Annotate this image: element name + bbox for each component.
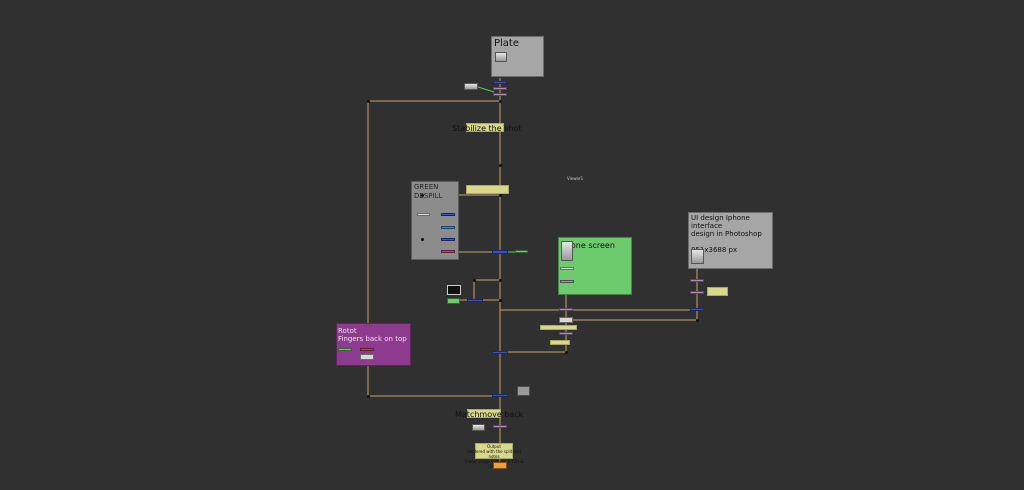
dot-node[interactable] bbox=[367, 100, 370, 103]
write-node[interactable] bbox=[493, 462, 507, 469]
matchmove-note-label: Matchmove back bbox=[455, 410, 524, 419]
read-node-thumbnail[interactable] bbox=[691, 249, 704, 264]
stabilize-note[interactable] bbox=[466, 123, 504, 132]
ui-design-backdrop[interactable]: UI design Iphone interface design in Pho… bbox=[688, 212, 773, 269]
transform-node[interactable] bbox=[493, 87, 507, 90]
dot-node[interactable] bbox=[473, 279, 476, 282]
dot-node[interactable] bbox=[499, 194, 502, 197]
sticky-note[interactable] bbox=[466, 185, 509, 194]
merge-node[interactable] bbox=[441, 213, 455, 216]
read-node-thumbnail[interactable] bbox=[561, 241, 573, 261]
transform-node[interactable] bbox=[493, 425, 507, 428]
merge-node[interactable] bbox=[467, 299, 483, 302]
transform-node[interactable] bbox=[493, 93, 507, 96]
transform-node[interactable] bbox=[559, 308, 573, 311]
grade-node[interactable] bbox=[447, 298, 460, 304]
plate-label: Plate bbox=[494, 38, 520, 49]
merge-node[interactable] bbox=[360, 348, 374, 351]
dot-node[interactable] bbox=[696, 319, 699, 322]
stabilize-note-label: Stabilize the shot bbox=[452, 124, 522, 133]
dot-node[interactable] bbox=[499, 164, 502, 167]
read-node-thumbnail[interactable] bbox=[464, 83, 478, 90]
dot-node[interactable] bbox=[421, 238, 424, 241]
sticky-note[interactable] bbox=[707, 287, 728, 296]
dot-node[interactable] bbox=[499, 279, 502, 282]
transform-node[interactable] bbox=[560, 280, 574, 283]
viewer-label: Viewer1 bbox=[567, 176, 584, 181]
grade-node[interactable] bbox=[441, 250, 455, 253]
dot-node[interactable] bbox=[499, 100, 502, 103]
merge-node[interactable] bbox=[492, 250, 508, 254]
sticky-note[interactable] bbox=[550, 340, 570, 345]
premult-node[interactable] bbox=[360, 354, 374, 360]
ui-design-label: UI design Iphone interface design in Pho… bbox=[691, 214, 762, 254]
grade-node[interactable] bbox=[515, 250, 528, 253]
output-note[interactable] bbox=[475, 443, 513, 459]
merge-node[interactable] bbox=[690, 308, 704, 311]
merge-node[interactable] bbox=[441, 238, 455, 241]
roto-node[interactable] bbox=[338, 348, 352, 351]
dot-node[interactable] bbox=[367, 395, 370, 398]
read-node-thumbnail[interactable] bbox=[495, 52, 507, 62]
green-despill-backdrop[interactable]: GREEN DESPILL bbox=[411, 181, 459, 260]
viewer-node[interactable] bbox=[447, 285, 461, 295]
merge-node[interactable] bbox=[559, 317, 573, 323]
camera-node[interactable] bbox=[517, 386, 530, 396]
matchmove-note[interactable] bbox=[467, 409, 501, 418]
dot-node[interactable] bbox=[421, 194, 424, 197]
read-node-thumbnail[interactable] bbox=[472, 424, 485, 431]
expression-node[interactable] bbox=[441, 226, 455, 229]
dot-node[interactable] bbox=[565, 351, 568, 354]
green-despill-label: GREEN DESPILL bbox=[414, 183, 443, 200]
rotot-label: Rotot Fingers back on top bbox=[338, 327, 407, 343]
transform-node[interactable] bbox=[559, 332, 573, 335]
merge-node[interactable] bbox=[493, 81, 507, 84]
transform-node[interactable] bbox=[690, 279, 704, 282]
merge-node[interactable] bbox=[492, 394, 508, 397]
dot-node[interactable] bbox=[499, 299, 502, 302]
merge-node[interactable] bbox=[492, 351, 508, 354]
phone-screen-label: Phone screen bbox=[561, 241, 615, 250]
sticky-note[interactable] bbox=[540, 325, 577, 330]
shuffle-node[interactable] bbox=[417, 213, 430, 216]
transform-node[interactable] bbox=[560, 267, 574, 270]
transform-node[interactable] bbox=[690, 291, 704, 294]
plate-backdrop[interactable]: Plate bbox=[491, 36, 544, 77]
